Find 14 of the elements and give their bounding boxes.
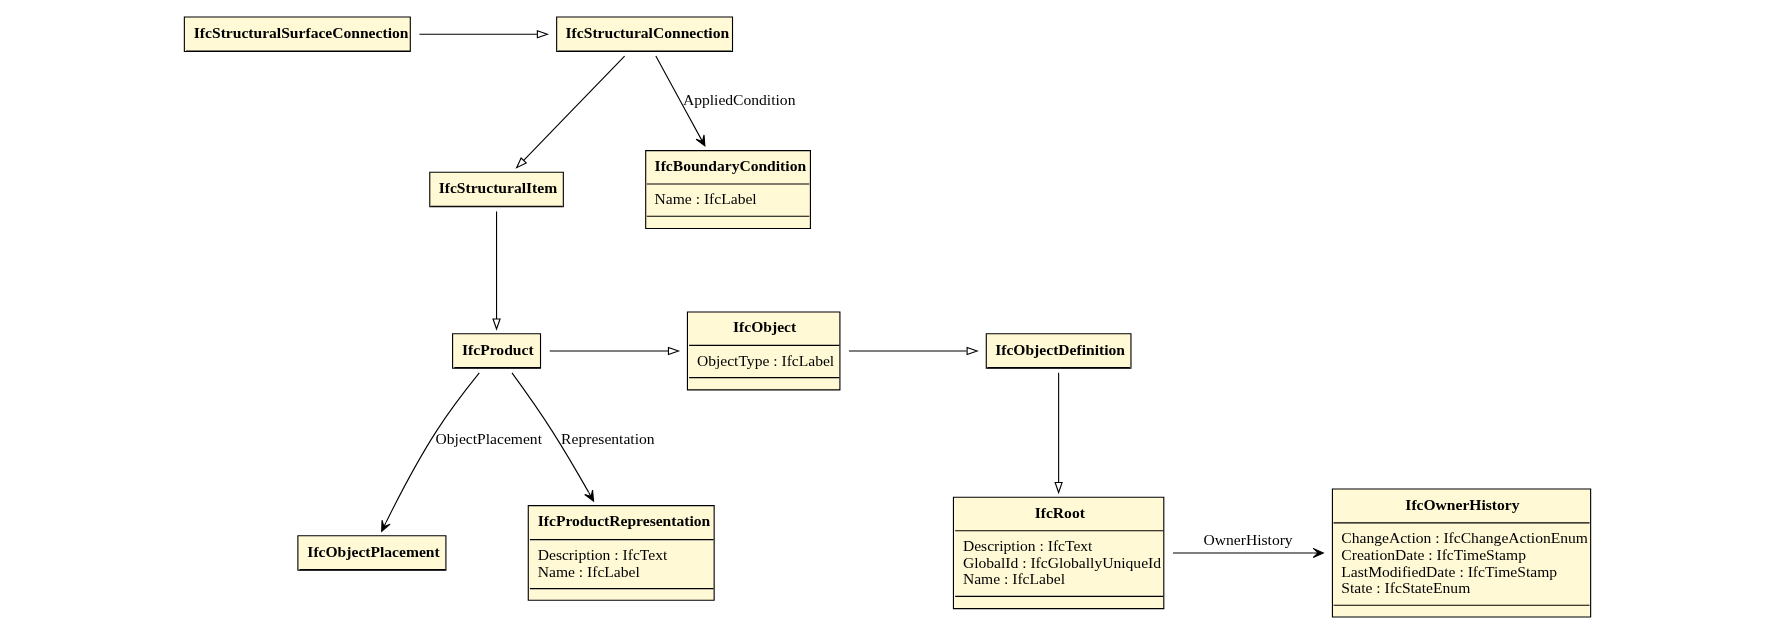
arrow	[418, 30, 549, 39]
edge-label: ObjectPlacement	[435, 429, 542, 447]
edge-label: AppliedCondition	[682, 91, 795, 109]
arrow	[1053, 372, 1063, 495]
arrow	[515, 55, 625, 169]
arrow	[510, 372, 594, 502]
arrow	[847, 346, 979, 356]
edge-label: Representation	[560, 429, 655, 447]
arrow	[654, 55, 705, 147]
arrow	[491, 210, 501, 331]
arrow	[548, 346, 680, 356]
edge-label: OwnerHistory	[1203, 531, 1293, 549]
arrow	[1171, 547, 1324, 559]
arrow	[380, 372, 480, 532]
